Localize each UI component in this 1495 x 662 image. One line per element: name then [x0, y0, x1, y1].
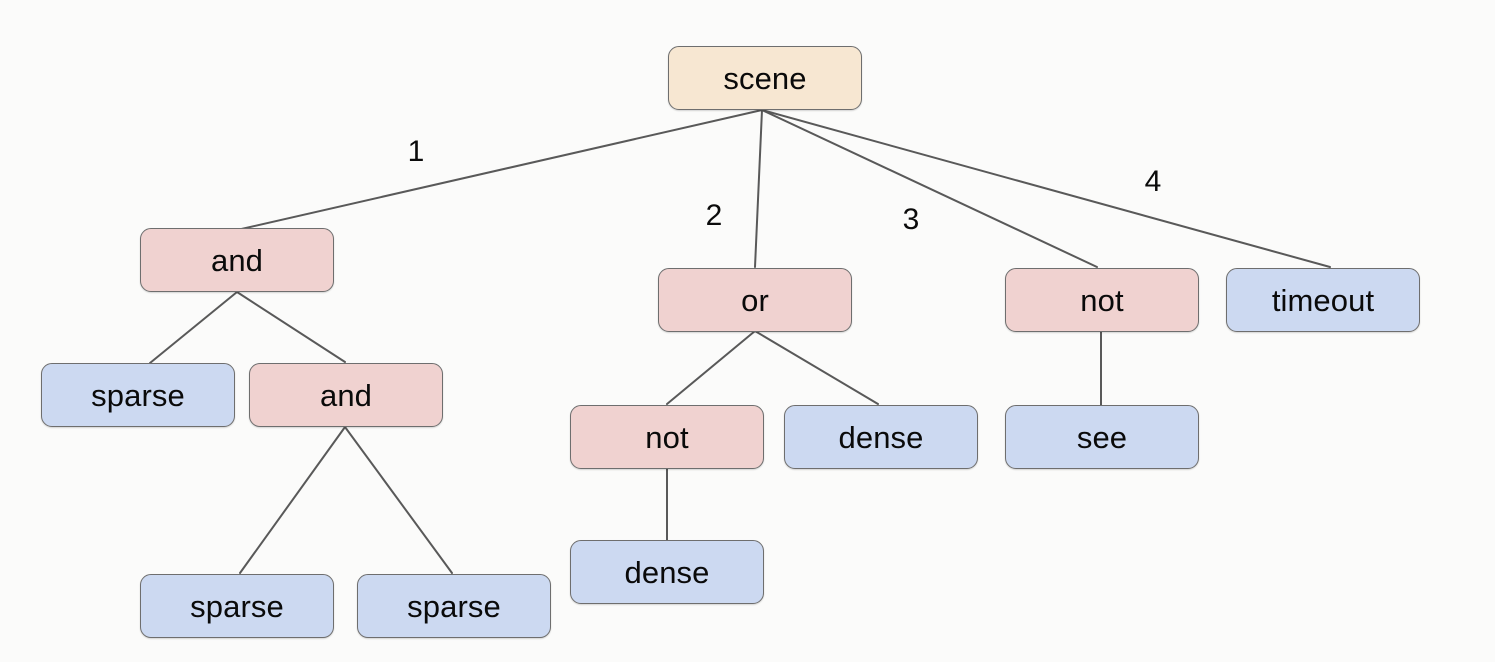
tree-node-scene[interactable]: scene	[668, 46, 862, 110]
tree-node-label: dense	[838, 419, 924, 455]
tree-edge-or1-to-dense2	[754, 330, 879, 405]
tree-node-label: see	[1076, 419, 1128, 455]
tree-node-label: sparse	[91, 377, 185, 413]
tree-node-label: timeout	[1271, 282, 1375, 318]
tree-node-see[interactable]: see	[1005, 405, 1199, 469]
tree-edge-scene-to-timeout	[761, 109, 1331, 268]
tree-node-sparse3[interactable]: sparse	[357, 574, 551, 638]
tree-edge-or1-to-not2	[666, 330, 756, 405]
tree-edge-scene-to-not3	[761, 109, 1098, 268]
tree-node-label: and	[319, 377, 373, 413]
tree-node-not3[interactable]: not	[1005, 268, 1199, 332]
tree-node-dense2[interactable]: dense	[784, 405, 978, 469]
edge-label-2: 2	[705, 199, 723, 232]
tree-node-sparse2[interactable]: sparse	[140, 574, 334, 638]
tree-edge-and2-to-sparse3	[344, 426, 453, 574]
tree-node-label: scene	[723, 60, 807, 96]
edge-label-4: 4	[1144, 165, 1162, 198]
tree-node-label: sparse	[407, 588, 501, 624]
tree-edge-and1-to-sparse1	[149, 291, 238, 364]
tree-node-and2[interactable]: and	[249, 363, 443, 427]
tree-node-label: not	[1080, 282, 1124, 318]
tree-edge-scene-to-or1	[754, 109, 763, 268]
tree-node-label: not	[645, 419, 689, 455]
tree-node-or1[interactable]: or	[658, 268, 852, 332]
edge-label-1: 1	[407, 135, 425, 168]
tree-node-not2[interactable]: not	[570, 405, 764, 469]
tree-node-label: sparse	[190, 588, 284, 624]
tree-node-dense1[interactable]: dense	[570, 540, 764, 604]
tree-node-timeout[interactable]: timeout	[1226, 268, 1420, 332]
tree-node-label: dense	[624, 554, 710, 590]
tree-node-and1[interactable]: and	[140, 228, 334, 292]
tree-edge-scene-to-and1	[236, 109, 763, 231]
tree-edge-and1-to-and2	[236, 291, 346, 363]
tree-node-sparse1[interactable]: sparse	[41, 363, 235, 427]
tree-node-label: and	[210, 242, 264, 278]
tree-node-label: or	[741, 282, 769, 318]
tree-edge-and2-to-sparse2	[239, 426, 346, 574]
edge-label-3: 3	[902, 203, 920, 236]
